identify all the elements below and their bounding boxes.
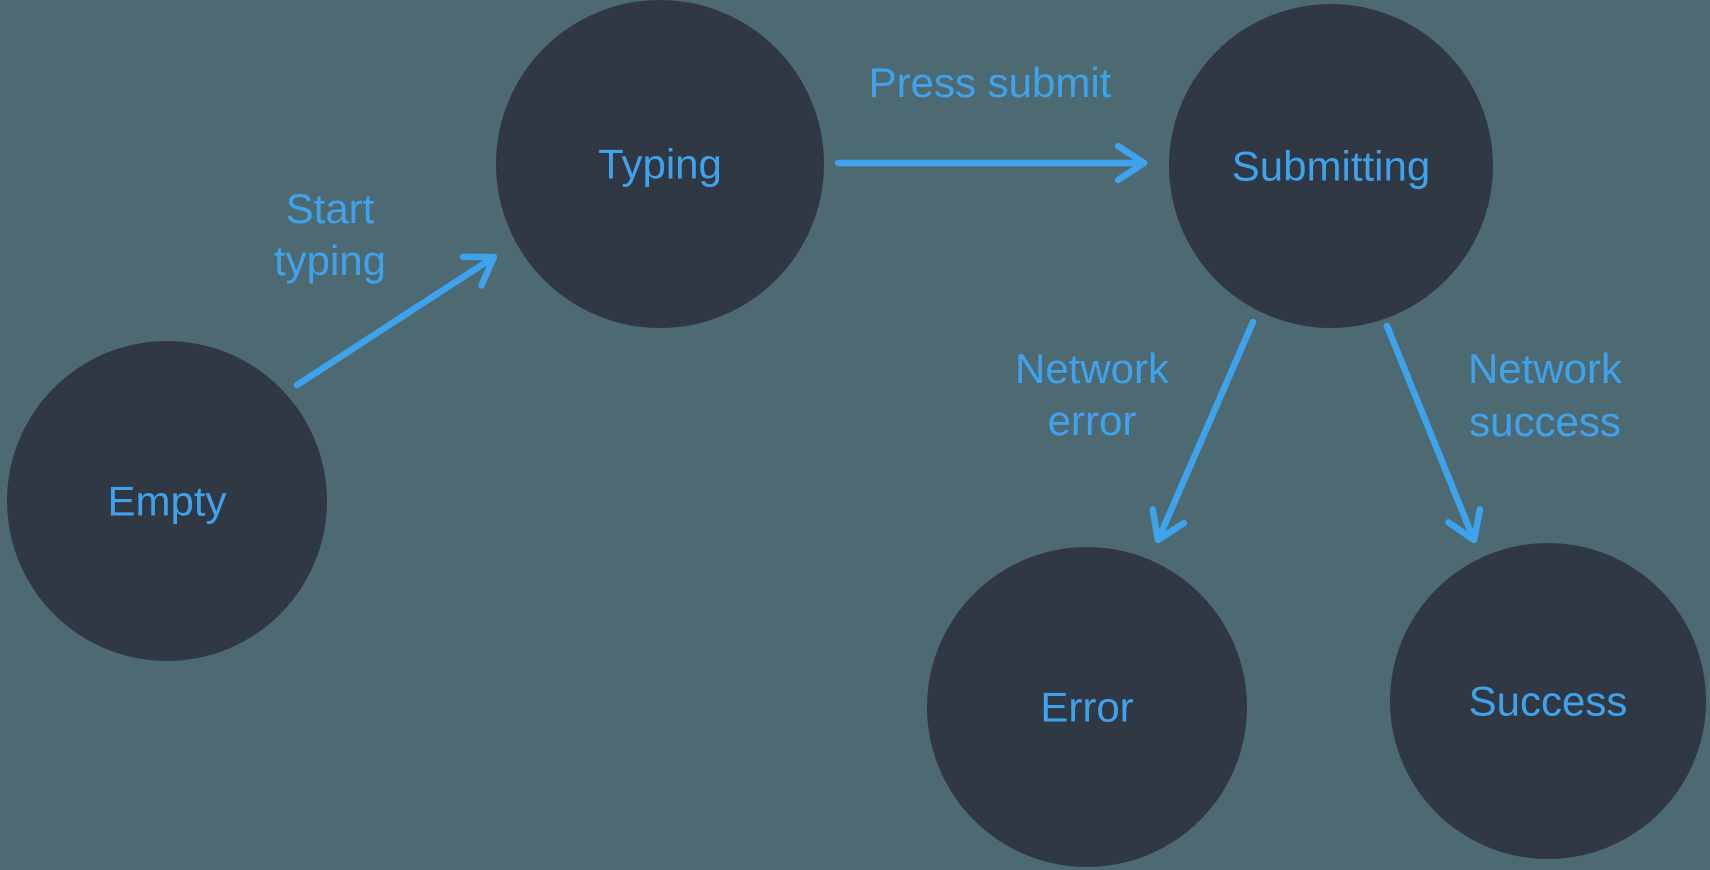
state-label-empty: Empty xyxy=(107,478,226,525)
state-label-success: Success xyxy=(1469,678,1628,725)
state-circle-typing xyxy=(496,0,824,328)
state-circle-submitting xyxy=(1169,4,1493,328)
state-node-submitting: Submitting xyxy=(1169,4,1493,328)
edge-label-press-submit: Press submit xyxy=(869,59,1112,106)
edge-line-start-typing xyxy=(293,255,495,389)
transition-edge-press-submit xyxy=(834,142,1148,184)
transition-edge-network-success xyxy=(1383,322,1484,544)
arrowhead-icon xyxy=(1445,506,1484,544)
state-label-submitting: Submitting xyxy=(1232,143,1430,190)
arrowhead-icon xyxy=(1114,142,1148,184)
state-circle-error xyxy=(927,547,1247,867)
transition-edge-network-error xyxy=(1149,318,1257,544)
arrowhead-icon xyxy=(1149,506,1188,544)
edge-line-network-success xyxy=(1383,322,1477,541)
state-node-success: Success xyxy=(1390,543,1706,859)
edges-layer xyxy=(293,142,1484,544)
state-node-empty: Empty xyxy=(7,341,327,661)
state-circle-empty xyxy=(7,341,327,661)
transition-edge-start-typing xyxy=(293,253,498,389)
edge-line-network-error xyxy=(1155,318,1257,541)
state-label-typing: Typing xyxy=(598,141,722,188)
state-circle-success xyxy=(1390,543,1706,859)
state-node-typing: Typing xyxy=(496,0,824,328)
state-node-error: Error xyxy=(927,547,1247,867)
arrowhead-icon xyxy=(459,253,498,289)
state-label-error: Error xyxy=(1040,684,1133,731)
